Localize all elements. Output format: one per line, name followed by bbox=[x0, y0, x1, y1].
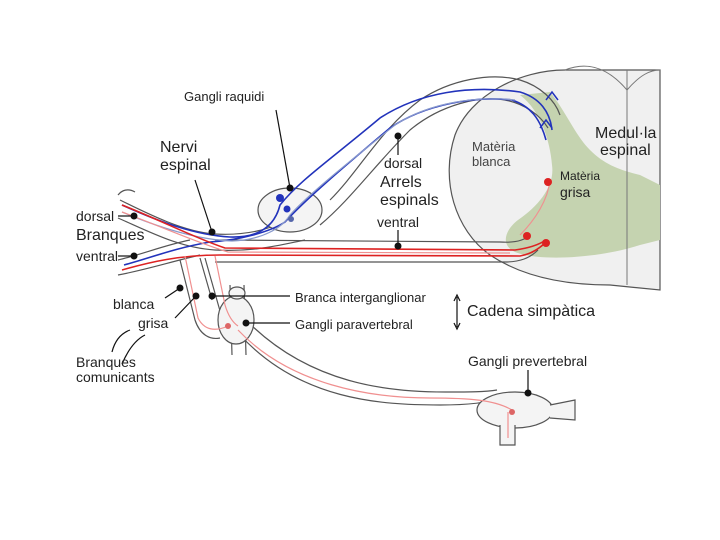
cadena-arrow-down bbox=[453, 322, 461, 331]
label-gangli-paravertebral: Gangli paravertebral bbox=[295, 317, 413, 332]
label-materia-blanca-1: Matèria bbox=[472, 139, 516, 154]
motor-neuron-dot-3 bbox=[542, 239, 550, 247]
label-materia-grisa-1: Matèria bbox=[560, 169, 601, 183]
leader-dots bbox=[130, 132, 532, 397]
label-gangli-prevertebral: Gangli prevertebral bbox=[468, 353, 588, 369]
label-gangli-raquidi: Gangli raquidi bbox=[184, 89, 265, 104]
label-branques-comunicants-2: comunicants bbox=[76, 369, 155, 385]
label-arrels: Arrels bbox=[380, 174, 422, 191]
paravertebral-ganglion-top bbox=[228, 286, 246, 300]
sensory-neuron-dot-2 bbox=[283, 205, 291, 213]
cadena-arrow-up bbox=[453, 293, 461, 302]
label-materia-grisa-2: grisa bbox=[560, 184, 591, 200]
label-nervi: Nervi bbox=[160, 139, 198, 156]
label-espinals: espinals bbox=[380, 192, 439, 209]
label-materia-blanca-2: blanca bbox=[472, 154, 511, 169]
prevertebral-neuron-dot bbox=[509, 409, 515, 415]
cord-top-fold bbox=[564, 65, 661, 91]
label-dorsal-branch: dorsal bbox=[76, 208, 115, 224]
label-branques-comunicants-1: Branques bbox=[76, 354, 136, 370]
prevertebral-ganglion-outflow bbox=[499, 399, 576, 446]
prevertebral-ganglion bbox=[476, 391, 554, 429]
motor-neuron-dot-1 bbox=[544, 178, 552, 186]
label-ventral-branch: ventral bbox=[76, 248, 119, 264]
label-medula: Medul·la bbox=[595, 125, 657, 142]
sensory-arrowhead-2 bbox=[539, 118, 553, 129]
label-grisa: grisa bbox=[138, 315, 169, 331]
label-ventral-root: ventral bbox=[377, 214, 420, 230]
paravertebral-neuron-dot bbox=[225, 323, 231, 329]
branques-com-arrow-2 bbox=[121, 334, 146, 365]
sensory-arrowhead-1 bbox=[545, 90, 559, 101]
label-blanca: blanca bbox=[113, 296, 155, 312]
sensory-fibers-light bbox=[121, 98, 516, 242]
label-branca-interganglionar: Branca interganglionar bbox=[295, 290, 426, 305]
motor-neuron-dot-2 bbox=[523, 232, 531, 240]
label-nervi-espinal: espinal bbox=[160, 157, 211, 174]
label-medula-espinal: espinal bbox=[600, 142, 651, 159]
grey-matter bbox=[505, 92, 660, 258]
branques-com-arrow-1 bbox=[111, 329, 131, 353]
sensory-neuron-dot-1 bbox=[276, 194, 284, 202]
label-cadena-simpatica: Cadena simpàtica bbox=[467, 303, 596, 320]
nerve-sheaths bbox=[117, 76, 561, 406]
label-dorsal-root: dorsal bbox=[384, 155, 423, 171]
sensory-neuron-dot-3 bbox=[288, 216, 294, 222]
motor-fibers bbox=[121, 204, 547, 271]
paravertebral-ganglion bbox=[217, 295, 255, 345]
spinal-cord bbox=[448, 65, 661, 291]
label-branques: Branques bbox=[76, 227, 145, 244]
